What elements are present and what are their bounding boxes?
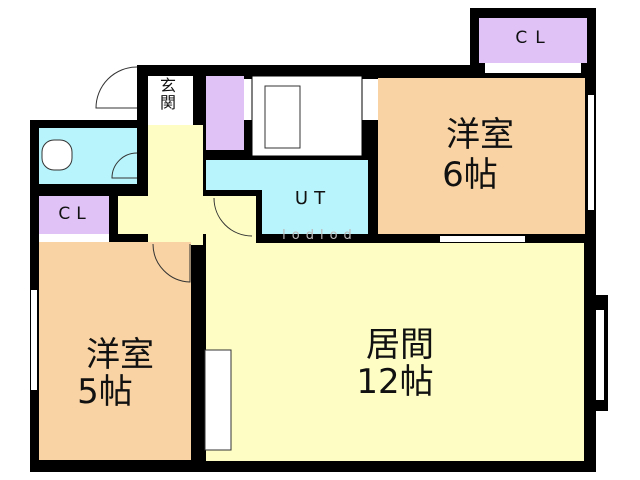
western-6-size: 6帖 xyxy=(442,155,498,195)
door-utility xyxy=(213,197,253,237)
kitchen-counter xyxy=(204,349,232,451)
window-living-top xyxy=(440,236,525,242)
entrance-label: 玄関 xyxy=(159,76,176,112)
living-room xyxy=(208,243,584,461)
toilet-bowl xyxy=(41,139,73,171)
living-size: 12帖 xyxy=(356,362,434,402)
closet-top xyxy=(479,18,587,63)
bathtub xyxy=(264,85,301,149)
window-5 xyxy=(31,290,37,390)
closet-left-door xyxy=(39,234,109,242)
western-5-room xyxy=(39,242,191,460)
utility-room xyxy=(206,160,368,190)
western-5-size: 5帖 xyxy=(77,372,133,412)
utility-room-lower xyxy=(262,188,368,234)
closet-left xyxy=(39,196,109,234)
door-toilet xyxy=(111,152,138,179)
window-living-right xyxy=(596,310,604,400)
western-6-room xyxy=(378,78,585,234)
window-6 xyxy=(588,95,594,210)
entrance-floor xyxy=(148,76,193,126)
closet-top-label: CL xyxy=(515,28,553,48)
utility-label: UT xyxy=(294,188,332,209)
door-entrance xyxy=(95,66,138,109)
closet-left-label: CL xyxy=(58,204,92,224)
closet-top-door xyxy=(485,63,581,73)
western-5-name: 洋室 xyxy=(86,335,154,375)
western-6-name: 洋室 xyxy=(446,115,514,155)
door-western-5 xyxy=(152,243,191,283)
closet-entrance xyxy=(206,76,244,150)
living-name: 居間 xyxy=(366,325,434,365)
watermark: lodlod xyxy=(282,228,358,243)
hallway-left xyxy=(118,196,208,234)
